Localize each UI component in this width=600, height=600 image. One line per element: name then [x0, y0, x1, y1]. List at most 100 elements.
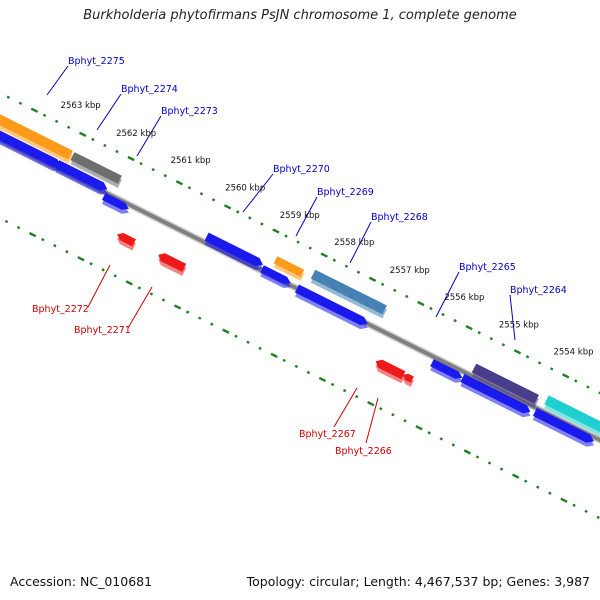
inner-tick	[185, 310, 190, 314]
outer-tick	[42, 113, 47, 117]
inner-tick	[342, 388, 347, 393]
inner-tick	[89, 262, 93, 266]
inner-tick	[173, 304, 182, 310]
leader-line	[349, 221, 372, 264]
inner-tick	[16, 225, 21, 230]
outer-tick	[272, 228, 280, 234]
outer-tick	[465, 324, 473, 331]
inner-tick	[367, 400, 375, 407]
gene-feature	[158, 253, 187, 272]
outer-tick	[501, 343, 506, 347]
accession-text: Accession: NC_010681	[10, 574, 153, 589]
inner-tick	[524, 479, 528, 483]
outer-tick	[115, 149, 119, 154]
map-title: Burkholderia phytofirmans PsJN chromosom…	[83, 8, 517, 23]
leader-line	[435, 271, 460, 318]
leader-line	[136, 115, 162, 157]
scale-label: 2563 kbp	[61, 101, 101, 111]
inner-tick	[113, 274, 117, 278]
outer-tick	[441, 312, 445, 317]
outer-tick	[151, 167, 155, 172]
outer-tick	[139, 161, 143, 166]
inner-tick	[572, 503, 576, 507]
outer-tick	[356, 270, 361, 274]
inner-tick	[306, 370, 311, 375]
gene-label-reverse: Bphyt_2267	[299, 429, 356, 440]
outer-tick	[18, 101, 23, 105]
leader-line	[87, 264, 111, 308]
outer-tick	[260, 222, 264, 226]
inner-tick	[499, 467, 504, 471]
outer-tick	[223, 204, 232, 210]
gene-label-forward: Bphyt_2274	[121, 84, 178, 95]
leader-line	[127, 286, 153, 329]
inner-tick	[198, 316, 202, 320]
inner-tick	[294, 364, 299, 369]
gene-feature	[0, 130, 61, 168]
gene-feature	[273, 256, 305, 277]
inner-tick	[77, 256, 85, 262]
inner-tick	[439, 437, 443, 441]
outer-tick	[308, 246, 312, 250]
gene-label-forward: Bphyt_2275	[68, 56, 125, 67]
gene-label-reverse: Bphyt_2272	[32, 304, 89, 315]
inner-tick	[536, 485, 540, 489]
gene-feature	[0, 114, 73, 160]
label-leaders	[46, 65, 516, 444]
gene-label-reverse: Bphyt_2271	[74, 325, 131, 336]
gene-feature	[471, 363, 539, 404]
inner-tick	[379, 407, 383, 411]
outer-tick	[187, 186, 192, 190]
outer-tick	[525, 355, 530, 359]
leader-line	[365, 397, 379, 444]
outer-tick	[513, 349, 522, 355]
inner-tick	[318, 376, 327, 383]
inner-tick	[270, 352, 278, 358]
gene-feature	[310, 269, 387, 315]
outer-tick	[79, 131, 87, 138]
inner-tick	[101, 268, 105, 272]
outer-tick	[417, 300, 425, 307]
topology-text: Topology: circular; Length: 4,467,537 bp…	[246, 574, 590, 589]
inner-tick	[403, 419, 407, 423]
gene-feature	[402, 373, 414, 383]
outer-tick	[344, 264, 349, 268]
outer-tick	[54, 119, 59, 124]
outer-tick	[549, 367, 554, 371]
inner-tick	[282, 358, 286, 363]
inner-tick	[222, 328, 230, 334]
scale-label: 2557 kbp	[390, 266, 430, 276]
outer-tick	[429, 306, 433, 311]
leader-line	[295, 196, 318, 237]
inner-tick	[354, 394, 359, 399]
inner-tick	[511, 473, 520, 479]
scale-label: 2558 kbp	[334, 238, 374, 248]
outer-tick	[66, 125, 71, 130]
inner-tick	[487, 461, 492, 465]
gene-label-forward: Bphyt_2270	[273, 164, 330, 175]
leader-line	[242, 173, 274, 213]
outer-tick	[127, 155, 135, 162]
leader-line	[96, 93, 122, 131]
gene-feature	[117, 233, 136, 247]
gene-label-reverse: Bphyt_2266	[335, 446, 392, 457]
outer-tick	[586, 385, 590, 389]
outer-tick	[248, 216, 252, 220]
gene-label-forward: Bphyt_2269	[317, 187, 374, 198]
gene-feature	[55, 160, 108, 191]
outer-tick	[30, 107, 39, 113]
outer-tick	[103, 143, 107, 148]
inner-tick	[596, 515, 600, 520]
outer-tick	[477, 331, 481, 335]
inner-tick	[137, 286, 142, 290]
gene-feature	[544, 395, 600, 433]
scale-label: 2559 kbp	[280, 211, 320, 221]
gene-label-forward: Bphyt_2264	[510, 285, 567, 296]
inner-tick	[548, 491, 552, 495]
leader-line	[509, 294, 516, 341]
leader-line	[46, 65, 69, 96]
inner-tick	[28, 231, 37, 238]
outer-tick	[393, 288, 397, 293]
gene-feature	[294, 284, 368, 326]
